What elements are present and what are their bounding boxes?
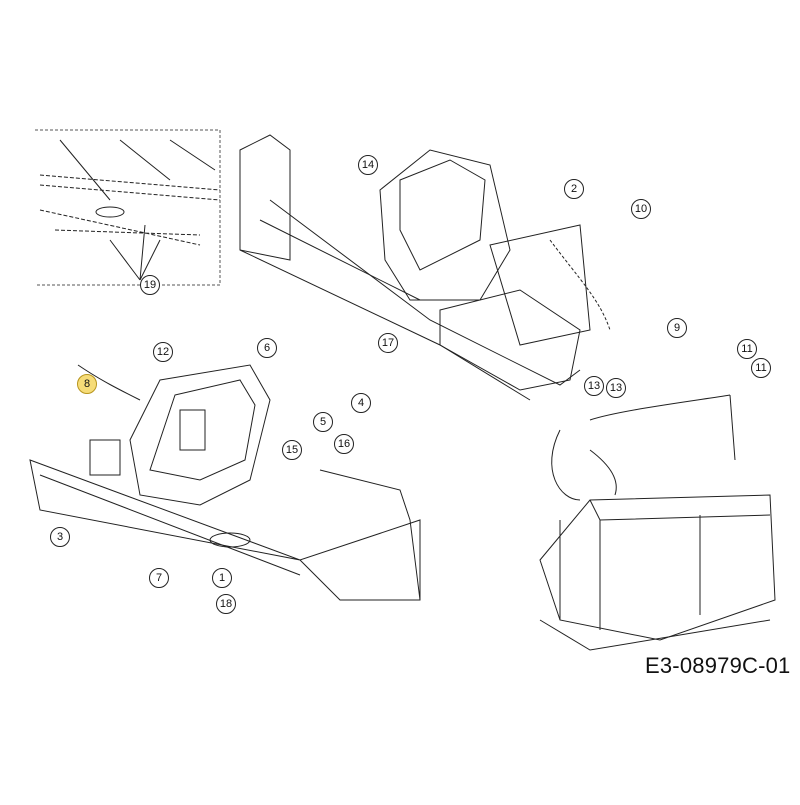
lower-chassis — [29, 364, 421, 601]
callout-6[interactable]: 6 — [257, 338, 277, 358]
callout-15[interactable]: 15 — [282, 440, 302, 460]
callout-13a[interactable]: 13 — [584, 376, 604, 396]
callout-16[interactable]: 16 — [334, 434, 354, 454]
upper-chassis — [239, 134, 611, 401]
callout-9[interactable]: 9 — [667, 318, 687, 338]
document-id: E3-08979C-01 — [645, 653, 791, 678]
battery-pack — [539, 394, 776, 651]
inset-view — [35, 129, 221, 286]
callout-8-highlighted[interactable]: 8 — [77, 374, 97, 394]
callout-17[interactable]: 17 — [378, 333, 398, 353]
callout-3[interactable]: 3 — [50, 527, 70, 547]
callout-13b[interactable]: 13 — [606, 378, 626, 398]
callout-11a[interactable]: 11 — [737, 339, 757, 359]
callout-11b[interactable]: 11 — [751, 358, 771, 378]
callout-5[interactable]: 5 — [313, 412, 333, 432]
callout-19[interactable]: 19 — [140, 275, 160, 295]
callout-18[interactable]: 18 — [216, 594, 236, 614]
callout-12[interactable]: 12 — [153, 342, 173, 362]
callout-2[interactable]: 2 — [564, 179, 584, 199]
callout-4[interactable]: 4 — [351, 393, 371, 413]
callout-1[interactable]: 1 — [212, 568, 232, 588]
callout-7[interactable]: 7 — [149, 568, 169, 588]
callout-10[interactable]: 10 — [631, 199, 651, 219]
callout-14[interactable]: 14 — [358, 155, 378, 175]
